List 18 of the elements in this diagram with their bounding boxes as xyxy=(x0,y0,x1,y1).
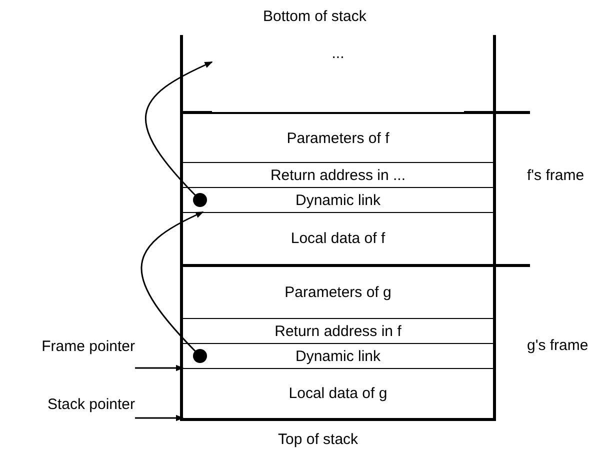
stack-slot-label: ... xyxy=(332,45,344,62)
arrow xyxy=(135,364,184,372)
stack-slot-label: Return address in ... xyxy=(270,166,406,184)
pointer-label: Stack pointer xyxy=(47,396,135,415)
arrow xyxy=(140,211,207,363)
stack-slot-label: Parameters of g xyxy=(284,284,392,301)
arrow xyxy=(145,61,213,207)
frame-label: g's frame xyxy=(527,337,588,354)
stack-slot-label: Parameters of f xyxy=(286,130,390,146)
stack-end-label: Bottom of stack xyxy=(263,8,366,25)
stack-slot-label: Return address in f xyxy=(274,322,402,340)
stack-slot-label: Dynamic link xyxy=(295,348,381,364)
frame-label: f's frame xyxy=(527,167,584,184)
stack-end-label: Top of stack xyxy=(278,431,358,448)
stack-slot-label: Dynamic link xyxy=(295,192,381,208)
stack-slot-label: Local data of f xyxy=(290,230,386,247)
stack-slot-label: Local data of g xyxy=(288,385,388,402)
pointer-label: Frame pointer xyxy=(42,338,135,357)
